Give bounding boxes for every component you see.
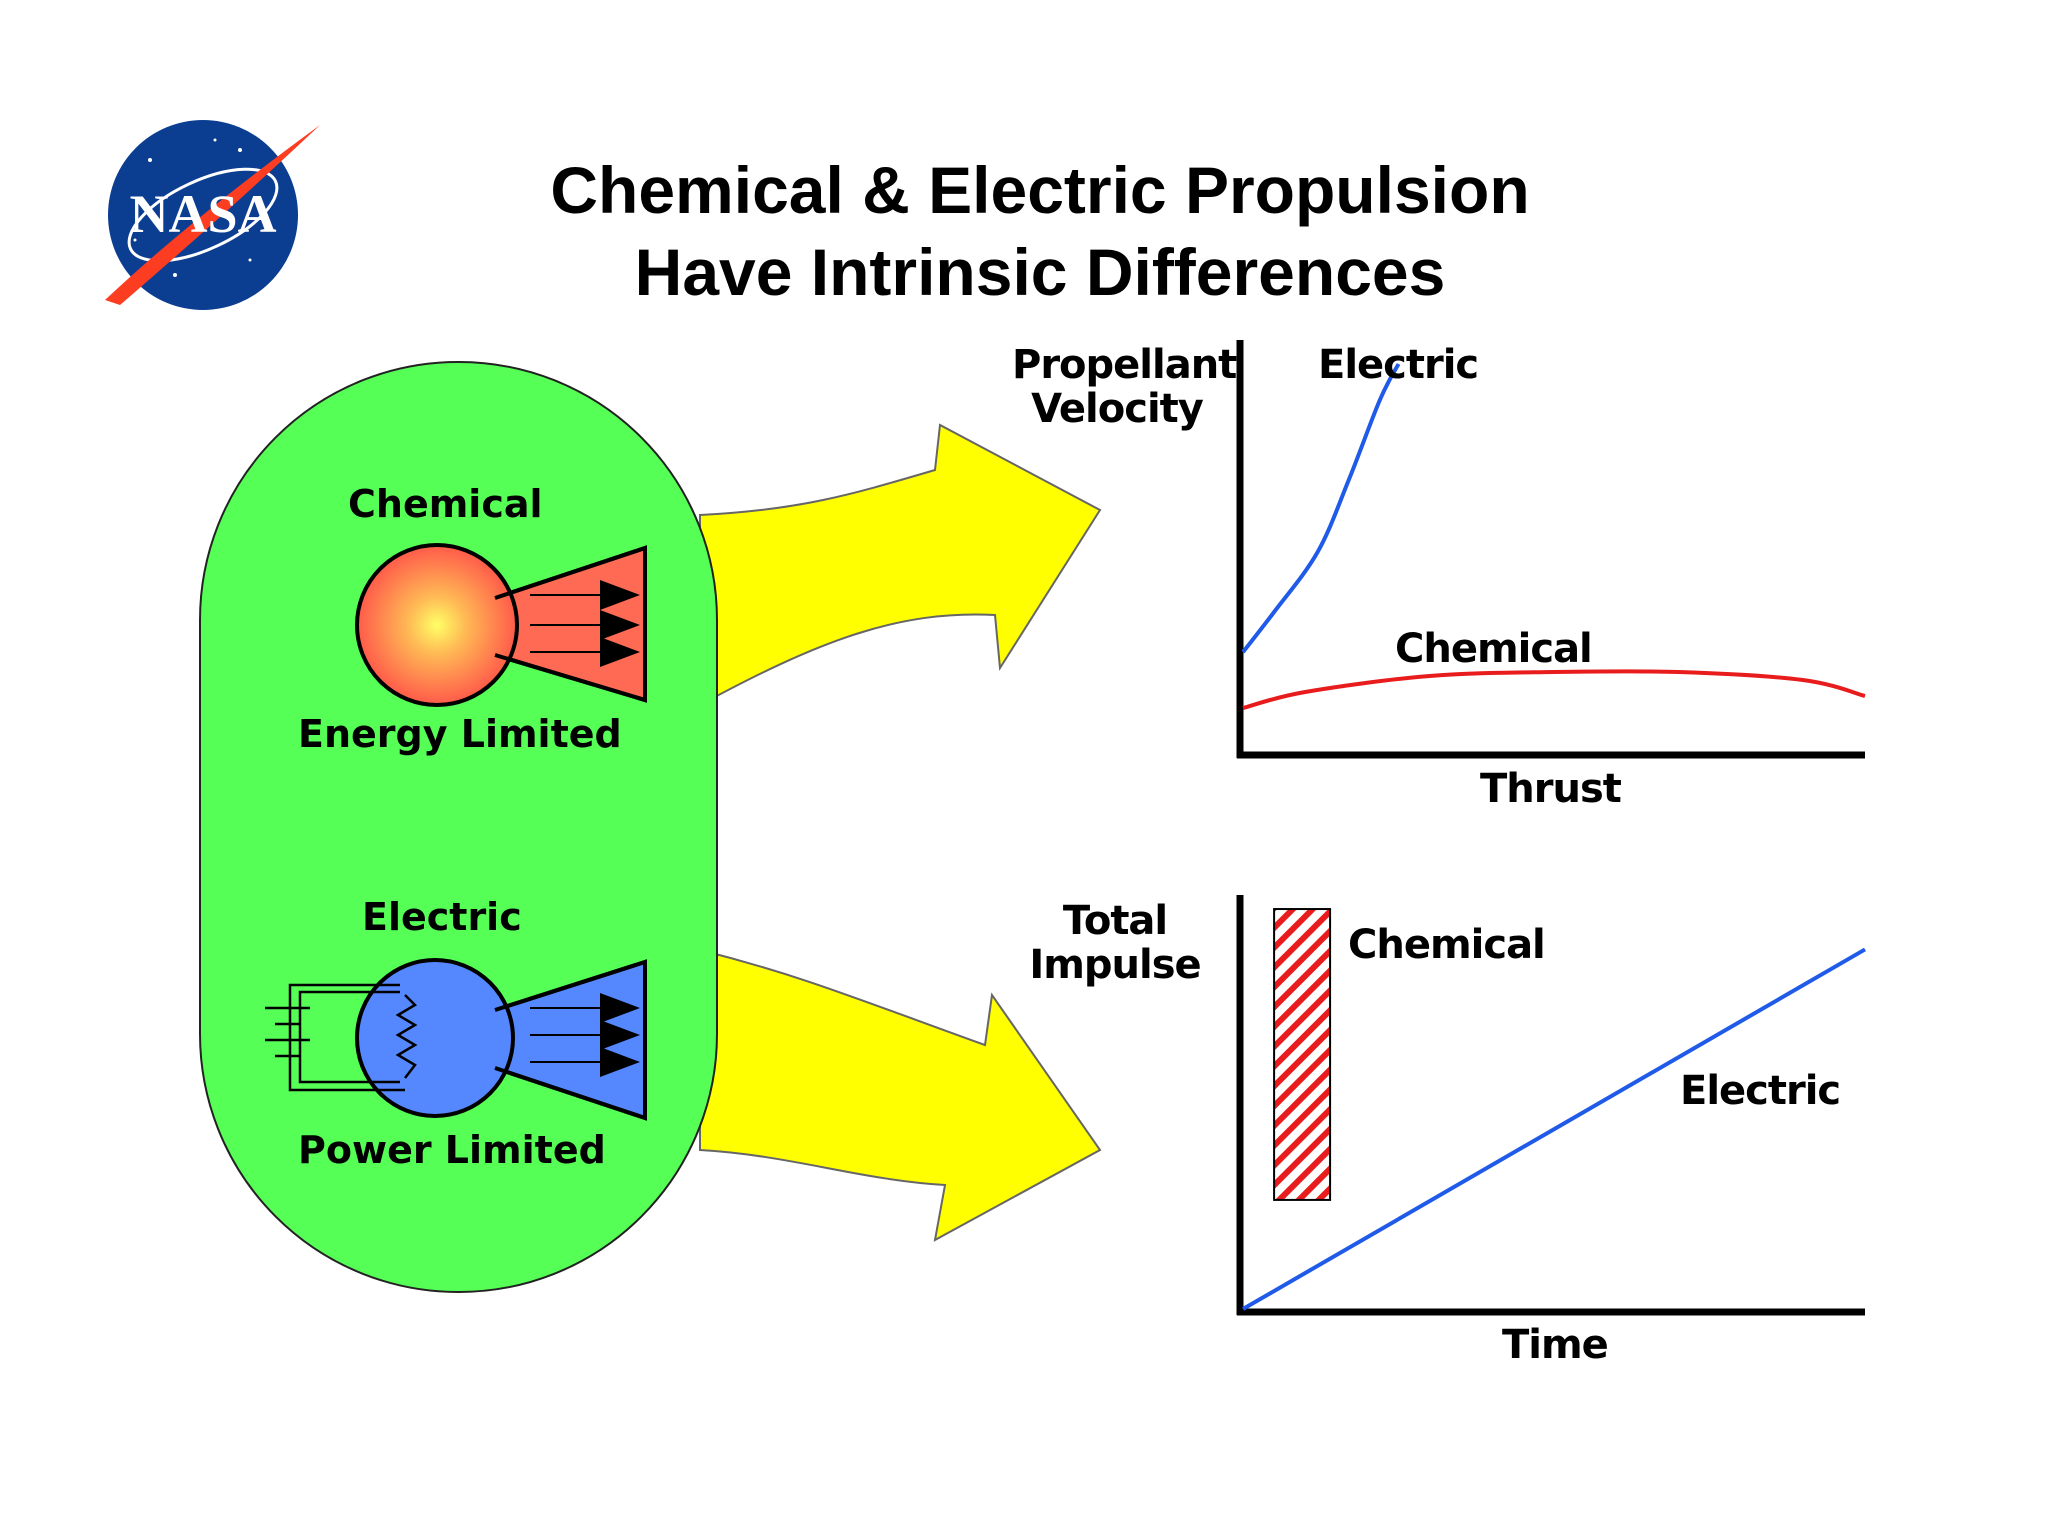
chart2-series-chemical-bar: [1273, 908, 1332, 1201]
chart1-legend-chemical: Chemical: [1395, 626, 1593, 672]
chart2-xlabel: Time: [1502, 1322, 1609, 1368]
nasa-logo-text: NASA: [129, 184, 276, 244]
chart1-series-electric: [1241, 363, 1401, 654]
chart2-ylabel-line-2: Impulse: [1029, 942, 1201, 988]
page-title-line-2: Have Intrinsic Differences: [634, 235, 1446, 309]
chemical-thruster-icon: [355, 543, 647, 707]
electric-label: Electric: [362, 895, 522, 939]
chart2-series-electric: [1241, 947, 1867, 1311]
arrow-upper-icon: [699, 423, 1102, 707]
chart1-ylabel-line-1: Propellant: [1012, 342, 1237, 388]
chemical-label: Chemical: [348, 482, 543, 526]
chart1-xlabel: Thrust: [1480, 766, 1622, 812]
chart2-legend-electric: Electric: [1680, 1068, 1841, 1114]
page-title-line-1: Chemical & Electric Propulsion: [550, 153, 1530, 227]
chart2-legend-chemical: Chemical: [1348, 922, 1546, 968]
chart1-ylabel-line-2: Velocity: [1031, 386, 1204, 432]
electric-thruster-icon: [265, 958, 647, 1121]
chart-impulse-time: [1236, 895, 1867, 1316]
chart1-legend-electric: Electric: [1318, 342, 1479, 388]
power-limited-label: Power Limited: [298, 1128, 606, 1172]
chart-velocity-thrust: [1236, 340, 1866, 759]
nasa-logo-icon: NASA: [105, 120, 320, 310]
arrow-lower-icon: [699, 948, 1102, 1242]
chart1-series-chemical: [1242, 669, 1866, 710]
chart2-ylabel-line-1: Total: [1062, 898, 1168, 944]
energy-limited-label: Energy Limited: [298, 712, 622, 756]
